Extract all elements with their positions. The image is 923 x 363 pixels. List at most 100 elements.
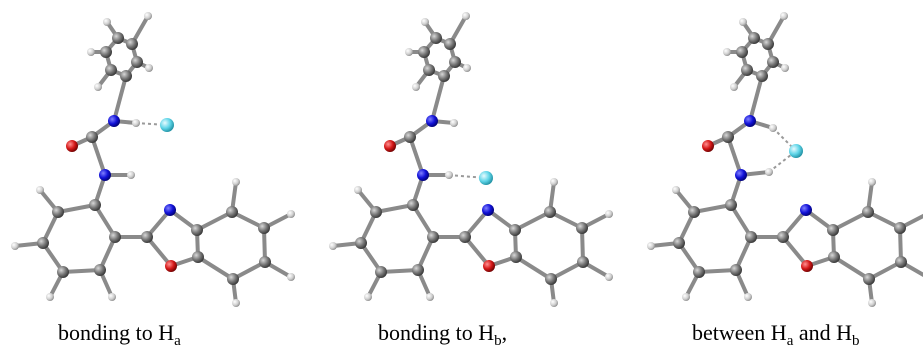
hydrogen-atom bbox=[11, 242, 19, 250]
covalent-bond bbox=[112, 74, 128, 123]
carbon-atom bbox=[370, 206, 382, 218]
carbon-atom bbox=[459, 231, 471, 243]
carbon-atom bbox=[418, 46, 430, 58]
hydrogen-atom bbox=[780, 12, 788, 20]
carbon-atom bbox=[355, 237, 367, 249]
hydrogen-atom bbox=[287, 210, 295, 218]
hydrogen-atom bbox=[127, 171, 135, 179]
covalent-bond bbox=[90, 135, 107, 177]
carbon-atom bbox=[57, 266, 69, 278]
hydrogen-atom bbox=[765, 168, 773, 176]
hydrogen-atom bbox=[46, 293, 54, 301]
nitrogen-atom bbox=[426, 115, 438, 127]
covalent-bond bbox=[56, 203, 97, 214]
carbon-atom bbox=[131, 56, 143, 68]
carbon-atom bbox=[94, 264, 106, 276]
carbon-atom bbox=[509, 224, 521, 236]
covalent-bond bbox=[408, 135, 425, 177]
nitrogen-atom bbox=[744, 115, 756, 127]
bond-layer bbox=[331, 14, 611, 305]
covalent-bond bbox=[196, 255, 235, 281]
fluoride-atom bbox=[160, 118, 174, 132]
carbon-atom bbox=[767, 56, 779, 68]
carbon-atom bbox=[126, 38, 138, 50]
hydrogen-atom bbox=[781, 64, 789, 72]
carbon-atom bbox=[449, 56, 461, 68]
carbon-atom bbox=[192, 251, 204, 263]
carbon-atom bbox=[89, 199, 101, 211]
covalent-bond bbox=[145, 235, 173, 268]
caption-bonding-to-hb: bonding to Hb, bbox=[378, 320, 508, 349]
covalent-bond bbox=[832, 255, 871, 281]
carbon-atom bbox=[748, 32, 760, 44]
covalent-bond bbox=[781, 235, 809, 268]
hydrogen-atom bbox=[445, 171, 453, 179]
caption-bonding-to-ha: bonding to Ha bbox=[58, 320, 181, 349]
covalent-bond bbox=[734, 235, 753, 272]
hydrogen-atom bbox=[145, 64, 153, 72]
covalent-bond bbox=[549, 260, 585, 281]
carbon-atom bbox=[37, 237, 49, 249]
hydrogen-atom bbox=[232, 178, 240, 186]
hydrogen-atom bbox=[144, 12, 152, 20]
nitrogen-atom bbox=[800, 204, 812, 216]
carbon-atom bbox=[412, 264, 424, 276]
hydrogen-atom bbox=[103, 18, 111, 26]
carbon-atom bbox=[109, 231, 121, 243]
carbon-atom bbox=[777, 231, 789, 243]
covalent-bond bbox=[748, 74, 764, 123]
carbon-atom bbox=[756, 70, 768, 82]
covalent-bond bbox=[513, 210, 552, 232]
hydrogen-atom bbox=[462, 12, 470, 20]
carbon-atom bbox=[100, 46, 112, 58]
hydrogen-atom bbox=[605, 210, 613, 218]
molecule-panel-between-ha-and-hb bbox=[647, 12, 923, 307]
nitrogen-atom bbox=[735, 169, 747, 181]
carbon-atom bbox=[576, 222, 588, 234]
carbon-atom bbox=[510, 251, 522, 263]
carbon-atom bbox=[693, 266, 705, 278]
hydrogen-atom bbox=[672, 186, 680, 194]
hydrogen-atom bbox=[132, 119, 140, 127]
carbon-atom bbox=[430, 32, 442, 44]
hydrogen-atom bbox=[232, 299, 240, 307]
hydrogen-atom bbox=[421, 18, 429, 26]
carbon-atom bbox=[423, 64, 435, 76]
hydrogen-atom bbox=[647, 242, 655, 250]
hydrogen-atom bbox=[682, 293, 690, 301]
hydrogen-atom bbox=[108, 293, 116, 301]
carbon-atom bbox=[725, 199, 737, 211]
bond-layer bbox=[649, 14, 923, 305]
carbon-atom bbox=[407, 199, 419, 211]
covalent-bond bbox=[98, 235, 117, 272]
carbon-atom bbox=[427, 231, 439, 243]
carbon-atom bbox=[736, 46, 748, 58]
carbon-atom bbox=[894, 222, 906, 234]
hydrogen-atom bbox=[287, 273, 295, 281]
carbon-atom bbox=[828, 251, 840, 263]
carbon-atom bbox=[730, 264, 742, 276]
carbon-atom bbox=[545, 273, 557, 285]
covalent-bond bbox=[831, 210, 870, 232]
carbon-atom bbox=[86, 131, 98, 143]
covalent-bond bbox=[726, 135, 743, 177]
fluoride-atom bbox=[479, 171, 493, 185]
hydrogen-atom bbox=[769, 124, 777, 132]
oxygen-atom bbox=[483, 260, 495, 272]
hydrogen-atom bbox=[329, 242, 337, 250]
carbon-atom bbox=[191, 224, 203, 236]
hydrogen-atom bbox=[723, 48, 731, 56]
covalent-bond bbox=[514, 255, 553, 281]
carbon-atom bbox=[577, 256, 589, 268]
covalent-bond bbox=[692, 203, 733, 214]
oxygen-atom bbox=[165, 260, 177, 272]
nitrogen-atom bbox=[99, 169, 111, 181]
covalent-bond bbox=[195, 210, 234, 232]
carbon-atom bbox=[863, 273, 875, 285]
carbon-atom bbox=[827, 224, 839, 236]
covalent-bond bbox=[411, 203, 435, 239]
carbon-atom bbox=[741, 64, 753, 76]
covalent-bond bbox=[463, 235, 491, 268]
caption-between-ha-and-hb: between Ha and Hb bbox=[692, 320, 860, 349]
